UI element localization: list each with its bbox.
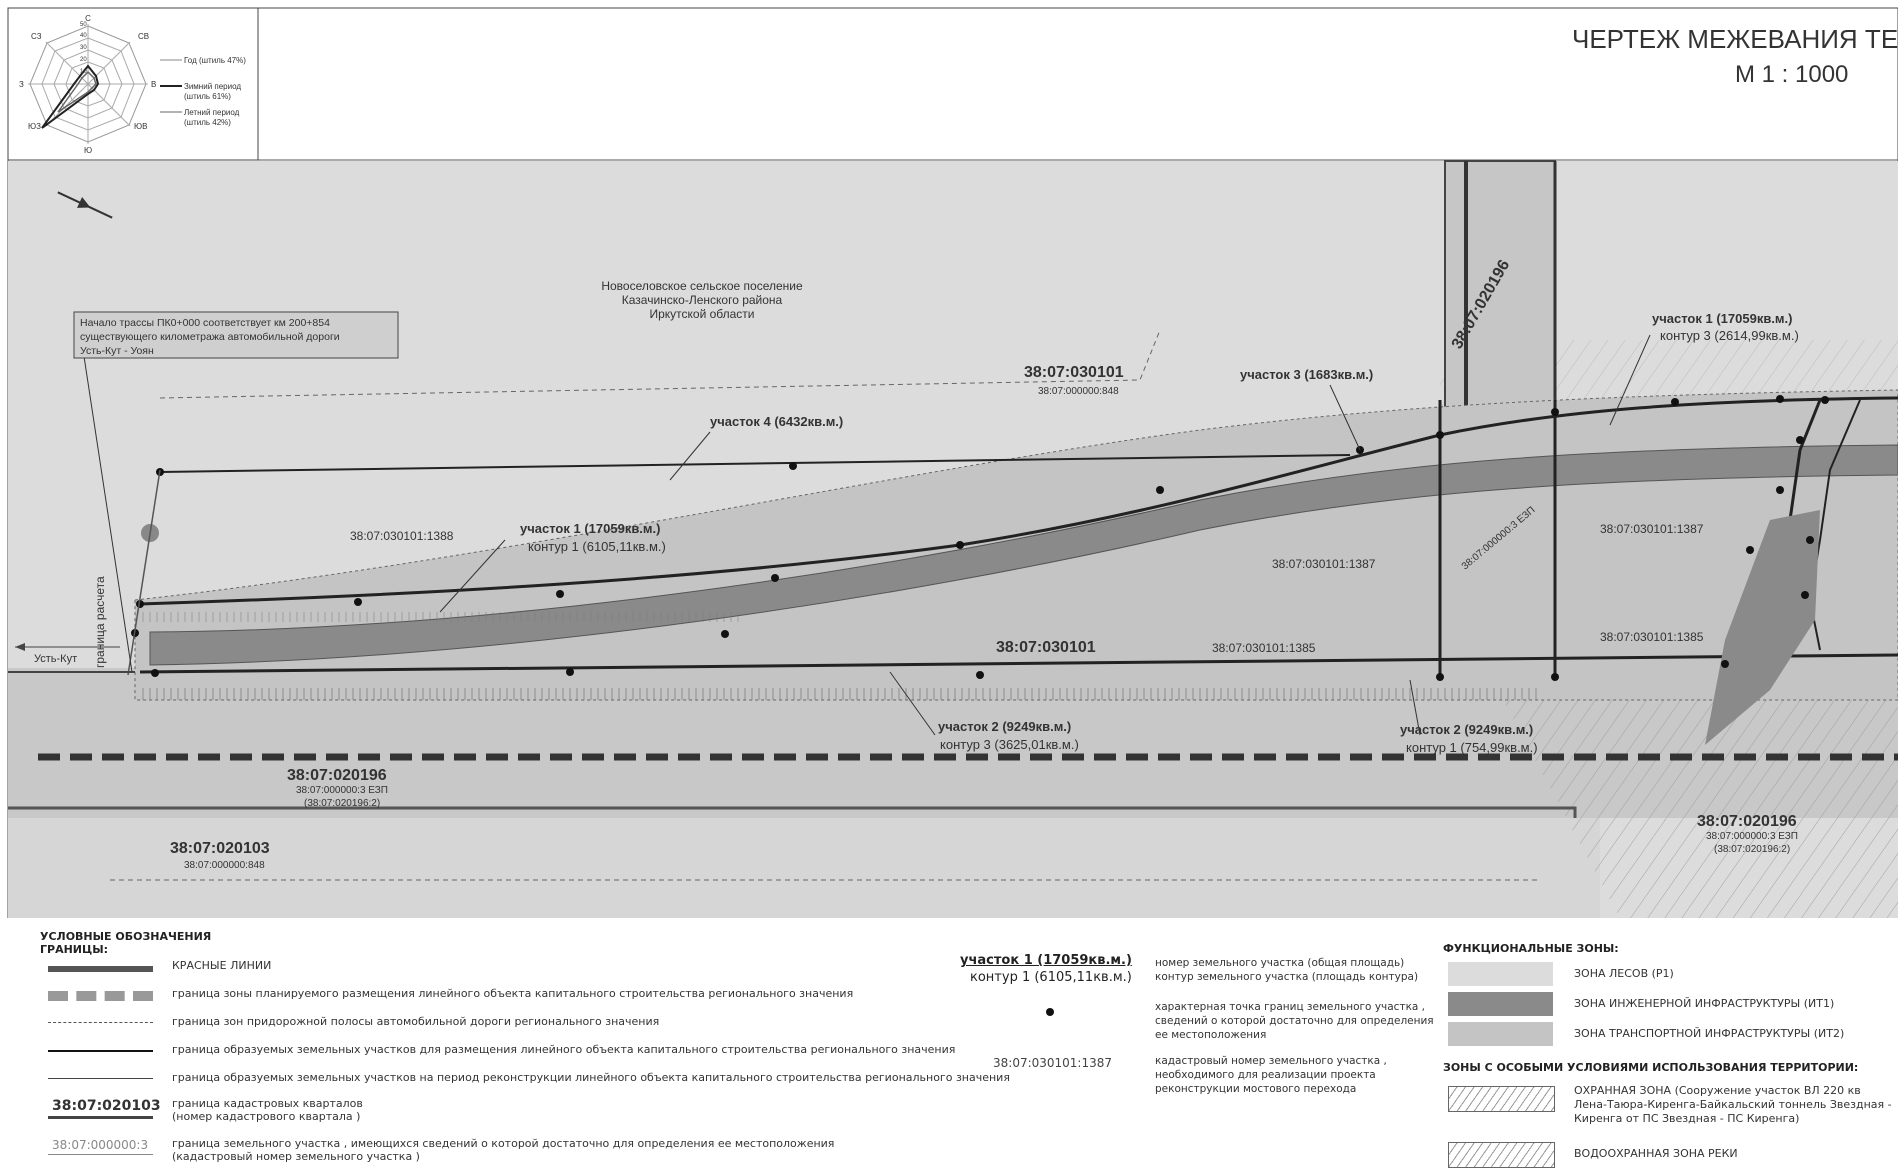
svg-text:10: 10 xyxy=(80,69,87,75)
quarter-020103: 38:07:020103 xyxy=(170,840,270,857)
svg-text:З: З xyxy=(19,80,24,89)
quarter-020196-right: 38:07:020196 xyxy=(1697,813,1797,830)
engineering-zone xyxy=(149,444,1898,666)
svg-text:20: 20 xyxy=(80,57,87,63)
center-quarter-label: 38:07:030101 xyxy=(996,639,1096,656)
svg-text:Казачинско-Ленского района: Казачинско-Ленского района xyxy=(622,293,783,307)
parcel-4-label: участок 4 (6432кв.м.) xyxy=(710,414,843,429)
zone-forest-row: ЗОНА ЛЕСОВ (Р1) xyxy=(1448,960,1898,990)
svg-text:Ю: Ю xyxy=(84,146,92,155)
legend-heading: УСЛОВНЫЕ ОБОЗНАЧЕНИЯ xyxy=(40,930,212,943)
legend-parcel-example: участок 1 (17059кв.м.) xyxy=(960,953,1132,968)
parcel-1-right-label: участок 1 (17059кв.м.) xyxy=(1652,311,1792,326)
svg-text:СЗ: СЗ xyxy=(31,32,42,41)
svg-text:контур 1 (754,99кв.м.): контур 1 (754,99кв.м.) xyxy=(1406,740,1538,755)
svg-text:С: С xyxy=(85,14,91,23)
legend-row-roadside: граница зон придорожной полосы автомобил… xyxy=(40,1014,940,1034)
svg-text:(38:07:020196:2): (38:07:020196:2) xyxy=(1714,844,1790,855)
cad-1388: 38:07:030101:1388 xyxy=(350,529,454,543)
svg-text:50: 50 xyxy=(80,22,87,28)
legend-row-red-lines: КРАСНЫЕ ЛИНИИ xyxy=(40,958,940,978)
boundary-label: граница расчета xyxy=(93,576,107,668)
drawing-title: ЧЕРТЕЖ МЕЖЕВАНИЯ ТЕ xyxy=(1572,24,1898,54)
svg-text:Летний период: Летний период xyxy=(184,108,240,117)
svg-text:38:07:030101:1387: 38:07:030101:1387 xyxy=(1272,557,1376,571)
north-arrow-icon xyxy=(57,191,113,219)
svg-text:Усть-Кут - Уоян: Усть-Кут - Уоян xyxy=(80,345,154,357)
svg-text:Начало трассы ПК0+000 соответс: Начало трассы ПК0+000 соответствует км 2… xyxy=(80,317,330,329)
svg-text:Зимний период: Зимний период xyxy=(184,82,241,91)
svg-text:контур 3 (3625,01кв.м.): контур 3 (3625,01кв.м.) xyxy=(940,737,1079,752)
wind-rose: С СВ В ЮВ Ю ЮЗ З СЗ 50 40 30 20 10 xyxy=(19,14,156,155)
svg-text:30: 30 xyxy=(80,45,87,51)
svg-text:40: 40 xyxy=(80,33,87,39)
svg-text:38:07:000000:3 ЕЗП: 38:07:000000:3 ЕЗП xyxy=(1706,831,1798,842)
svg-text:ЮЗ: ЮЗ xyxy=(28,122,41,131)
legend-row-quarters: 38:07:020103 граница кадастровых квартал… xyxy=(40,1096,940,1126)
svg-text:контур 1 (6105,11кв.м.): контур 1 (6105,11кв.м.) xyxy=(528,539,666,554)
legend-panel: УСЛОВНЫЕ ОБОЗНАЧЕНИЯ ГРАНИЦЫ: КРАСНЫЕ ЛИ… xyxy=(0,918,1898,1175)
quarter-020196-left: 38:07:020196 xyxy=(287,767,387,784)
svg-text:ЮВ: ЮВ xyxy=(134,122,147,131)
svg-text:В: В xyxy=(151,80,156,89)
legend-row-planned-zone: граница зоны планируемого размещения лин… xyxy=(40,986,940,1006)
parcel-1-label: участок 1 (17059кв.м.) xyxy=(520,521,660,536)
start-note-box xyxy=(73,311,399,359)
svg-text:существующего километража авто: существующего километража автомобильной … xyxy=(80,331,340,343)
zones-heading: ФУНКЦИОНАЛЬНЫЕ ЗОНЫ: xyxy=(1443,942,1619,955)
cadastral-map: ЧЕРТЕЖ МЕЖЕВАНИЯ ТЕ М 1 : 1000 С СВ В ЮВ… xyxy=(7,7,1898,918)
point-marker-icon xyxy=(1046,1008,1054,1016)
svg-text:(штиль 42%): (штиль 42%) xyxy=(184,118,231,127)
svg-text:(38:07:020196:2): (38:07:020196:2) xyxy=(304,798,380,809)
svg-text:38:07:000000:3 ЕЗП: 38:07:000000:3 ЕЗП xyxy=(296,785,388,796)
svg-text:38:07:000000:848: 38:07:000000:848 xyxy=(1038,386,1119,397)
zone-transport-row: ЗОНА ТРАНСПОРТНОЙ ИНФРАСТРУКТУРЫ (ИТ2) xyxy=(1448,1020,1898,1050)
svg-text:Год (штиль 47%): Год (штиль 47%) xyxy=(184,56,246,65)
legend-row-temp-parcels: граница образуемых земельных участков на… xyxy=(40,1070,1010,1090)
svg-text:(штиль 61%): (штиль 61%) xyxy=(184,92,231,101)
wind-rose-legend: Год (штиль 47%) Зимний период (штиль 61%… xyxy=(160,56,246,127)
legend-point-desc: характерная точка границ земельного учас… xyxy=(1155,1001,1434,1041)
zone-engineering-row: ЗОНА ИНЖЕНЕРНОЙ ИНФРАСТРУКТУРЫ (ИТ1) xyxy=(1448,990,1898,1020)
zone-protection-row: ОХРАННАЯ ЗОНА (Сооружение участок ВЛ 220… xyxy=(1448,1084,1898,1128)
svg-text:контур 3 (2614,99кв.м.): контур 3 (2614,99кв.м.) xyxy=(1660,328,1799,343)
svg-text:38:07:030101:1385: 38:07:030101:1385 xyxy=(1600,630,1704,644)
svg-text:38:07:030101:1387: 38:07:030101:1387 xyxy=(1600,522,1704,536)
svg-text:СВ: СВ xyxy=(138,32,149,41)
quarter-label: 38:07:030101 xyxy=(1024,364,1124,381)
legend-row-land-parcel: 38:07:000000:3 граница земельного участк… xyxy=(40,1136,940,1166)
direction-label: Усть-Кут xyxy=(34,653,77,665)
settlement-label: Новоселовское сельское поселение Казачин… xyxy=(601,279,803,321)
legend-row-parcels: граница образуемых земельных участков дл… xyxy=(40,1042,955,1062)
legend-parcel-desc: номер земельного участка (общая площадь)… xyxy=(1155,957,1419,983)
svg-text:38:07:030101:1385: 38:07:030101:1385 xyxy=(1212,641,1316,655)
parcel-2-right-label: участок 2 (9249кв.м.) xyxy=(1400,722,1533,737)
drawing-scale: М 1 : 1000 xyxy=(1735,61,1848,88)
zone-water-row: ВОДООХРАННАЯ ЗОНА РЕКИ xyxy=(1448,1140,1898,1170)
svg-text:Иркутской области: Иркутской области xyxy=(649,307,754,321)
svg-text:38:07:000000:848: 38:07:000000:848 xyxy=(184,860,265,871)
parcel-3-label: участок 3 (1683кв.м.) xyxy=(1240,367,1373,382)
direction-arrow-icon xyxy=(15,643,120,651)
parcel-2-label: участок 2 (9249кв.м.) xyxy=(938,719,1071,734)
legend-cad-example: 38:07:030101:1387 xyxy=(993,1056,1113,1070)
legend-cad-desc: кадастровый номер земельного участка ,не… xyxy=(1155,1055,1387,1095)
svg-text:Новоселовское сельское поселен: Новоселовское сельское поселение xyxy=(601,279,803,293)
legend-subheading: ГРАНИЦЫ: xyxy=(40,943,108,956)
special-zones-heading: ЗОНЫ С ОСОБЫМИ УСЛОВИЯМИ ИСПОЛЬЗОВАНИЯ Т… xyxy=(1443,1061,1859,1074)
